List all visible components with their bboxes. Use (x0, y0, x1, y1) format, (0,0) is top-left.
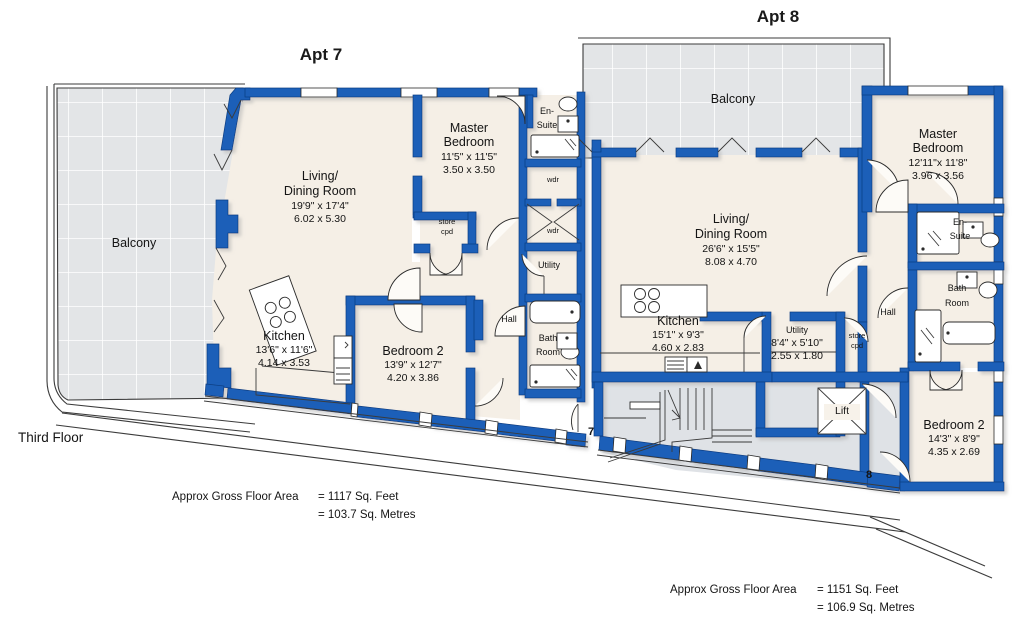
room-dim-bedroom2-imperial: 13'9" x 12'7" (384, 359, 442, 371)
room-dim-kitchen-metric: 4.14 x 3.53 (258, 357, 310, 369)
room-label-kitchen: Kitchen (657, 314, 699, 328)
door-arcs (387, 95, 963, 483)
room-dim-kitchen-imperial: 13'6" x 11'6" (256, 344, 313, 356)
room-dim-utility-imperial: 8'4" x 5'10" (771, 337, 823, 349)
room-label-living-line2: Dining Room (284, 184, 356, 198)
room-dim-bedroom2-imperial: 14'3" x 8'9" (928, 433, 980, 445)
bay-zigzag-walls (213, 99, 831, 333)
apt7-fixtures (248, 96, 581, 405)
room-label-ensuite-line1: En- (540, 106, 554, 116)
stairs-and-lift: Lift (604, 387, 867, 463)
room-label-hall: Hall (501, 314, 517, 324)
room-dim-master-imperial: 11'5" x 11'5" (441, 151, 497, 163)
room-dim-living-imperial: 26'6" x 15'5" (702, 243, 760, 255)
apt7-door-number: 7 (588, 426, 594, 438)
site-outline (46, 83, 993, 579)
room-label-hall: Hall (880, 307, 896, 317)
room-label-wdr-upper: wdr (546, 175, 560, 184)
room-dim-utility-metric: 2.55 x 1.80 (771, 350, 823, 362)
apt8-room-labels: Balcony Living/ Dining Room 26'6" x 15'5… (652, 92, 985, 481)
apt7-room-labels: Balcony Living/ Dining Room 19'9" x 17'4… (112, 106, 594, 438)
apt8-area-sqft: = 1151 Sq. Feet (817, 584, 899, 596)
floor-label: Third Floor (18, 430, 84, 445)
apt8-room-fills (600, 90, 1001, 490)
room-dim-master-imperial: 12'11"x 11'8" (909, 157, 968, 169)
apt7-bottom-windows (203, 395, 589, 448)
apt8-fixtures (600, 211, 1000, 373)
room-label-ensuite-line2: Suite (537, 120, 558, 130)
room-dim-bedroom2-metric: 4.20 x 3.86 (387, 372, 439, 384)
apt7-area-block: Approx Gross Floor Area = 1117 Sq. Feet … (172, 491, 416, 521)
apt7-balcony-area (56, 87, 244, 401)
apt8-area-label: Approx Gross Floor Area (670, 584, 797, 596)
room-label-bathroom-line1: Bath (539, 333, 558, 343)
apt8-door-number: 8 (866, 469, 872, 481)
room-label-living-line1: Living/ (302, 169, 339, 183)
room-dim-kitchen-imperial: 15'1" x 9'3" (652, 329, 704, 341)
room-dim-bedroom2-metric: 4.35 x 2.69 (928, 446, 980, 458)
apt8-title: Apt 8 (757, 7, 800, 26)
room-label-ensuite-line1: En- (953, 217, 967, 227)
room-label-living-line1: Living/ (713, 212, 750, 226)
room-label-utility: Utility (538, 260, 560, 270)
room-label-store-line1: store (849, 331, 866, 340)
apt7-area-label: Approx Gross Floor Area (172, 491, 299, 503)
room-dim-living-metric: 6.02 x 5.30 (294, 213, 346, 225)
room-label-bathroom-line2: Room (536, 347, 560, 357)
room-label-balcony: Balcony (112, 236, 157, 250)
room-label-master-line1: Master (450, 121, 488, 135)
room-label-store-line2: cpd (851, 341, 863, 350)
room-label-wdr-lower: wdr (546, 226, 560, 235)
room-label-store-line1: store (439, 217, 456, 226)
room-dim-master-metric: 3.50 x 3.50 (443, 164, 495, 176)
room-label-master-line1: Master (919, 127, 957, 141)
room-label-utility: Utility (786, 325, 808, 335)
apt7-area-sqft: = 1117 Sq. Feet (318, 491, 399, 503)
apt8-area-sqm: = 106.9 Sq. Metres (817, 602, 915, 614)
room-label-store-line2: cpd (441, 227, 453, 236)
apt8-bottom-windows (596, 436, 901, 494)
room-label-master-line2: Bedroom (444, 135, 495, 149)
room-label-ensuite-line2: Suite (950, 231, 971, 241)
room-label-balcony: Balcony (711, 92, 756, 106)
apt8-area-block: Approx Gross Floor Area = 1151 Sq. Feet … (670, 584, 915, 614)
apt7-area-sqm: = 103.7 Sq. Metres (318, 509, 416, 521)
room-label-bedroom2: Bedroom 2 (382, 344, 443, 358)
room-dim-master-metric: 3.96 x 3.56 (912, 170, 964, 182)
room-label-bathroom-line1: Bath (948, 283, 967, 293)
room-dim-living-imperial: 19'9" x 17'4" (291, 200, 349, 212)
room-label-living-line2: Dining Room (695, 227, 767, 241)
apt7-title: Apt 7 (300, 45, 343, 64)
room-dim-living-metric: 8.08 x 4.70 (705, 256, 757, 268)
lift-label: Lift (835, 405, 849, 417)
room-label-master-line2: Bedroom (913, 141, 964, 155)
room-dim-kitchen-metric: 4.60 x 2.83 (652, 342, 704, 354)
room-label-bathroom-line2: Room (945, 298, 969, 308)
room-label-kitchen: Kitchen (263, 329, 305, 343)
room-label-bedroom2: Bedroom 2 (923, 418, 984, 432)
